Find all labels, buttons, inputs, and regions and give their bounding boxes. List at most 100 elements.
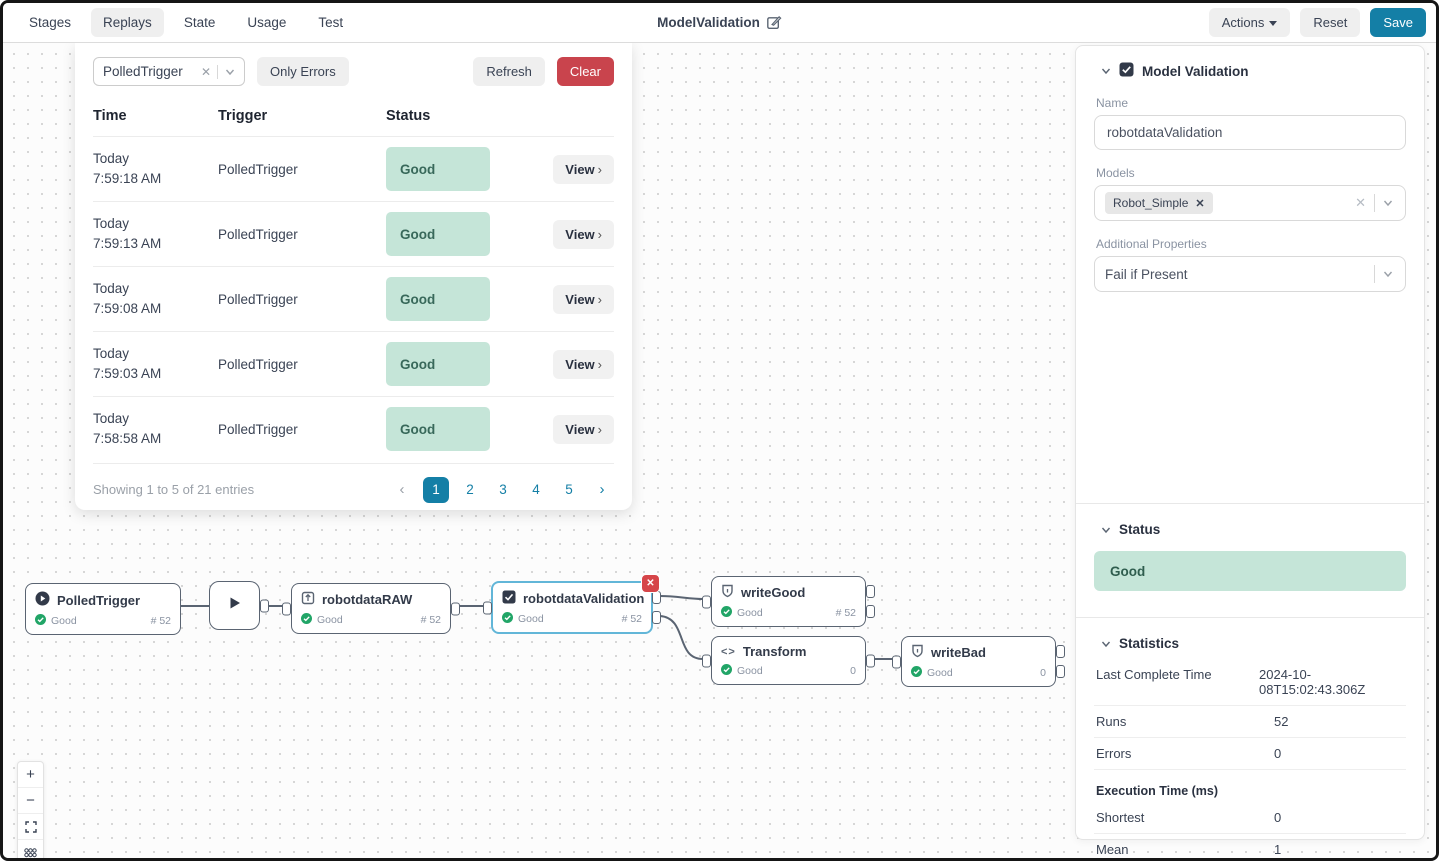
section-model-validation[interactable]: Model Validation	[1094, 62, 1406, 80]
row-time: 7:59:08 AM	[93, 301, 162, 316]
node-robotdatavalidation[interactable]: ✕ robotdataValidation Good # 52	[483, 574, 661, 634]
node-robotdataraw[interactable]: robotdataRAW Good # 52	[282, 583, 460, 634]
tab-stages[interactable]: Stages	[29, 15, 72, 30]
port-in[interactable]	[483, 601, 492, 614]
status-badge: Good	[386, 212, 490, 256]
page-1-button[interactable]: 1	[423, 476, 449, 503]
tab-test[interactable]: Test	[318, 15, 344, 30]
status-check-icon	[721, 606, 732, 620]
port-in[interactable]	[702, 595, 711, 608]
clear-select-icon[interactable]: ✕	[1355, 195, 1366, 210]
port-in[interactable]	[702, 654, 711, 667]
play-circle-icon	[35, 591, 50, 609]
status-badge: Good	[386, 407, 490, 451]
additional-properties-select[interactable]: Fail if Present	[1094, 256, 1406, 292]
page-2-button[interactable]: 2	[466, 482, 474, 497]
remove-tag-icon[interactable]: ✕	[1195, 197, 1205, 210]
page-5-button[interactable]: 5	[565, 482, 573, 497]
status-badge: Good	[386, 277, 490, 321]
actions-button[interactable]: Actions	[1208, 8, 1291, 37]
row-date: Today	[93, 151, 130, 167]
edit-icon[interactable]	[767, 15, 782, 30]
prev-page-button[interactable]: ‹	[399, 481, 405, 498]
chevron-down-icon	[1383, 200, 1393, 207]
chevron-right-icon: ›	[597, 421, 602, 437]
node-writebad[interactable]: writeBad Good 0	[892, 636, 1065, 687]
tab-usage[interactable]: Usage	[247, 15, 287, 30]
view-button[interactable]: View›	[553, 414, 614, 444]
edge-validation-to-writegood	[659, 595, 704, 600]
caret-down-icon	[1269, 21, 1278, 27]
node-run-count: # 52	[420, 614, 441, 626]
zoom-in-button[interactable]: +	[18, 762, 43, 788]
node-writegood[interactable]: writeGood Good # 52	[702, 576, 875, 627]
refresh-button[interactable]: Refresh	[473, 57, 545, 86]
fit-view-button[interactable]	[18, 814, 43, 840]
status-check-icon	[911, 666, 922, 680]
node-title: robotdataValidation	[523, 591, 645, 606]
view-button[interactable]: View›	[553, 284, 614, 314]
name-label: Name	[1096, 96, 1129, 110]
row-time: 7:59:18 AM	[93, 171, 162, 186]
models-multiselect[interactable]: Robot_Simple ✕ ✕	[1094, 185, 1406, 221]
tab-replays[interactable]: Replays	[91, 8, 164, 37]
port-out[interactable]	[866, 654, 875, 667]
page-3-button[interactable]: 3	[499, 482, 507, 497]
port-out-invalid[interactable]	[652, 611, 661, 624]
canvas-controls: + −	[17, 761, 44, 858]
section-title: Model Validation	[1142, 63, 1249, 79]
edge-validation-to-transform	[659, 615, 704, 660]
port-out[interactable]	[451, 602, 460, 615]
additional-properties-label: Additional Properties	[1096, 237, 1207, 251]
node-title: PolledTrigger	[57, 592, 141, 608]
inspector-panel: Model Validation Name Models Robot_Simpl…	[1075, 45, 1425, 857]
execution-time-heading: Execution Time (ms)	[1096, 784, 1219, 798]
page-4-button[interactable]: 4	[532, 482, 540, 497]
delete-node-button[interactable]: ✕	[641, 574, 660, 593]
view-button[interactable]: View›	[553, 349, 614, 379]
status-check-icon	[301, 613, 312, 627]
node-title: writeBad	[931, 645, 986, 660]
tab-state[interactable]: State	[183, 15, 216, 30]
port-out-2[interactable]	[1056, 665, 1065, 678]
port-out-1[interactable]	[866, 585, 875, 598]
port-in[interactable]	[892, 655, 901, 668]
node-polledtrigger[interactable]: PolledTrigger Good # 52	[25, 583, 181, 635]
col-time: Time	[93, 108, 127, 124]
name-input[interactable]	[1094, 115, 1406, 150]
save-button[interactable]: Save	[1370, 8, 1426, 37]
grid-toggle-button[interactable]	[18, 840, 43, 858]
flow-canvas[interactable]: PolledTrigger Good # 52	[3, 43, 1436, 858]
node-run-trigger[interactable]	[209, 581, 269, 630]
trigger-filter-select[interactable]: PolledTrigger ✕	[93, 57, 245, 86]
row-trigger: PolledTrigger	[218, 201, 386, 267]
next-page-button[interactable]: ›	[599, 481, 605, 498]
model-tag: Robot_Simple ✕	[1105, 192, 1213, 214]
section-statistics[interactable]: Statistics	[1094, 636, 1406, 651]
port-out[interactable]	[260, 599, 269, 612]
view-button[interactable]: View›	[553, 219, 614, 249]
clear-filter-icon[interactable]: ✕	[197, 64, 218, 79]
zoom-out-button[interactable]: −	[18, 788, 43, 814]
port-in[interactable]	[282, 602, 291, 615]
row-date: Today	[93, 411, 130, 427]
read-icon	[301, 591, 315, 608]
top-bar: Stages Replays State Usage Test ModelVal…	[3, 3, 1436, 43]
node-transform[interactable]: <> Transform Good 0	[702, 636, 875, 685]
table-footer: Showing 1 to 5 of 21 entries ‹ 1 2 3 4 5…	[93, 463, 614, 515]
chevron-right-icon: ›	[597, 226, 602, 242]
node-status-text: Good	[51, 615, 77, 627]
port-out-2[interactable]	[866, 605, 875, 618]
enabled-checkbox-icon[interactable]	[1119, 62, 1134, 80]
section-status[interactable]: Status	[1094, 522, 1406, 537]
reset-button[interactable]: Reset	[1300, 8, 1361, 37]
port-out-1[interactable]	[1056, 645, 1065, 658]
view-button[interactable]: View›	[553, 154, 614, 184]
clear-button[interactable]: Clear	[556, 57, 614, 86]
only-errors-button[interactable]: Only Errors	[257, 57, 349, 86]
